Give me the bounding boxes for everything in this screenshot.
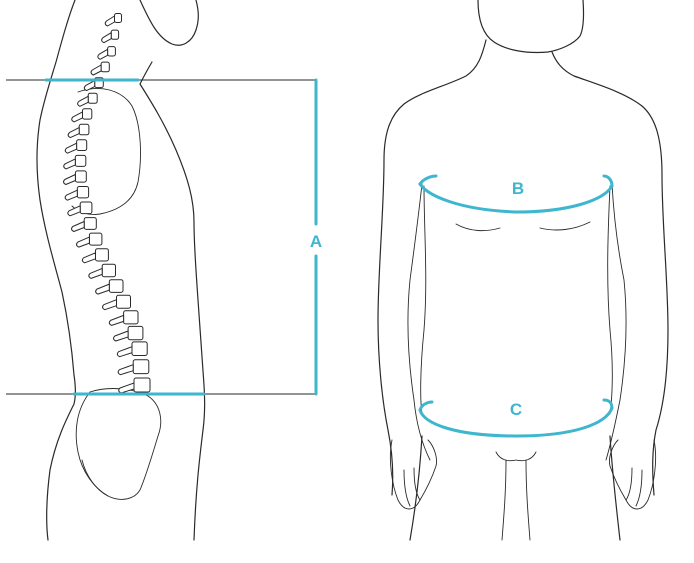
front-right-fingers bbox=[625, 467, 643, 507]
side-pelvis-inner bbox=[81, 459, 109, 497]
vertebra-process bbox=[113, 330, 129, 342]
vertebra-process bbox=[67, 127, 80, 139]
vertebra bbox=[100, 61, 110, 73]
front-right-inner-leg bbox=[525, 459, 531, 541]
vertebra-process bbox=[63, 174, 76, 185]
front-right-hand bbox=[609, 439, 657, 510]
vertebra bbox=[114, 13, 122, 23]
vertebra-process bbox=[64, 189, 78, 201]
vertebra-process bbox=[117, 364, 134, 376]
vertebra-process bbox=[63, 158, 76, 170]
front-left-arm-inner bbox=[407, 183, 431, 461]
front-crotch bbox=[495, 451, 537, 462]
vertebra-process bbox=[108, 314, 125, 326]
vertebra bbox=[88, 232, 103, 246]
vertebra bbox=[76, 139, 88, 152]
vertebra-process bbox=[76, 236, 90, 248]
measure-b-back-arc-right bbox=[602, 174, 614, 188]
vertebra bbox=[132, 359, 150, 375]
vertebra-process bbox=[101, 32, 112, 44]
vertebra-process bbox=[77, 95, 89, 107]
vertebra bbox=[108, 279, 124, 293]
vertebra bbox=[133, 377, 151, 393]
measure-b-label: B bbox=[512, 179, 524, 198]
side-pelvis bbox=[75, 388, 162, 500]
vertebra bbox=[131, 341, 148, 356]
vertebra bbox=[127, 325, 144, 341]
vertebra-process bbox=[81, 252, 96, 264]
side-rib-cage bbox=[71, 88, 141, 215]
vertebra bbox=[87, 92, 98, 104]
front-chest-contour-right bbox=[539, 221, 591, 231]
vertebra-process bbox=[67, 205, 81, 217]
measure-c-back-arc-right bbox=[602, 398, 614, 410]
measure-b: B bbox=[418, 174, 614, 214]
vertebra bbox=[95, 248, 109, 262]
front-neck-shoulders bbox=[477, 0, 585, 54]
vertebra-process bbox=[118, 382, 135, 394]
vertebra bbox=[79, 201, 93, 215]
side-view-figure bbox=[36, 0, 206, 541]
vertebra-process bbox=[102, 299, 117, 311]
vertebra bbox=[116, 294, 131, 309]
front-chest-contour bbox=[455, 223, 501, 232]
vertebra bbox=[78, 123, 90, 136]
measure-a-label: A bbox=[310, 232, 322, 251]
front-right-shoulder bbox=[551, 51, 669, 496]
front-view-figure bbox=[377, 0, 669, 541]
measure-b-back-arc bbox=[418, 174, 438, 186]
vertebra-process bbox=[97, 48, 109, 60]
measure-c: C bbox=[418, 398, 614, 438]
vertebra bbox=[82, 108, 93, 120]
vertebra-process bbox=[64, 142, 78, 154]
front-left-shoulder bbox=[377, 39, 487, 496]
vertebra-process bbox=[95, 283, 110, 295]
vertebra bbox=[74, 170, 87, 183]
vertebra-process bbox=[90, 64, 102, 76]
front-left-fingers bbox=[403, 467, 421, 507]
front-left-inner-leg bbox=[501, 459, 507, 541]
vertebra bbox=[83, 217, 97, 230]
vertebra bbox=[74, 154, 87, 167]
front-left-leg bbox=[409, 435, 423, 541]
vertebra-process bbox=[83, 80, 96, 92]
vertebra bbox=[123, 310, 139, 325]
front-torso-right bbox=[607, 185, 613, 415]
vertebra bbox=[110, 29, 120, 40]
vertebra bbox=[76, 186, 90, 199]
vertebra-process bbox=[116, 346, 133, 358]
front-right-arm-inner bbox=[605, 183, 627, 461]
front-right-leg bbox=[609, 435, 621, 541]
spine bbox=[63, 13, 151, 394]
measure-b-front-arc bbox=[418, 182, 614, 214]
vertebra-process bbox=[104, 15, 115, 27]
measure-c-back-arc bbox=[418, 400, 434, 412]
vertebra bbox=[101, 263, 116, 278]
front-left-hand bbox=[389, 439, 437, 510]
side-head-outline bbox=[139, 0, 199, 46]
front-torso-left bbox=[420, 185, 427, 415]
vertebra-process bbox=[71, 221, 85, 232]
measure-c-label: C bbox=[510, 400, 522, 419]
vertebra-process bbox=[88, 267, 103, 279]
vertebra-process bbox=[71, 111, 83, 123]
vertebra bbox=[107, 46, 116, 57]
measure-c-front-arc bbox=[418, 406, 614, 438]
side-front-outline bbox=[139, 61, 206, 541]
